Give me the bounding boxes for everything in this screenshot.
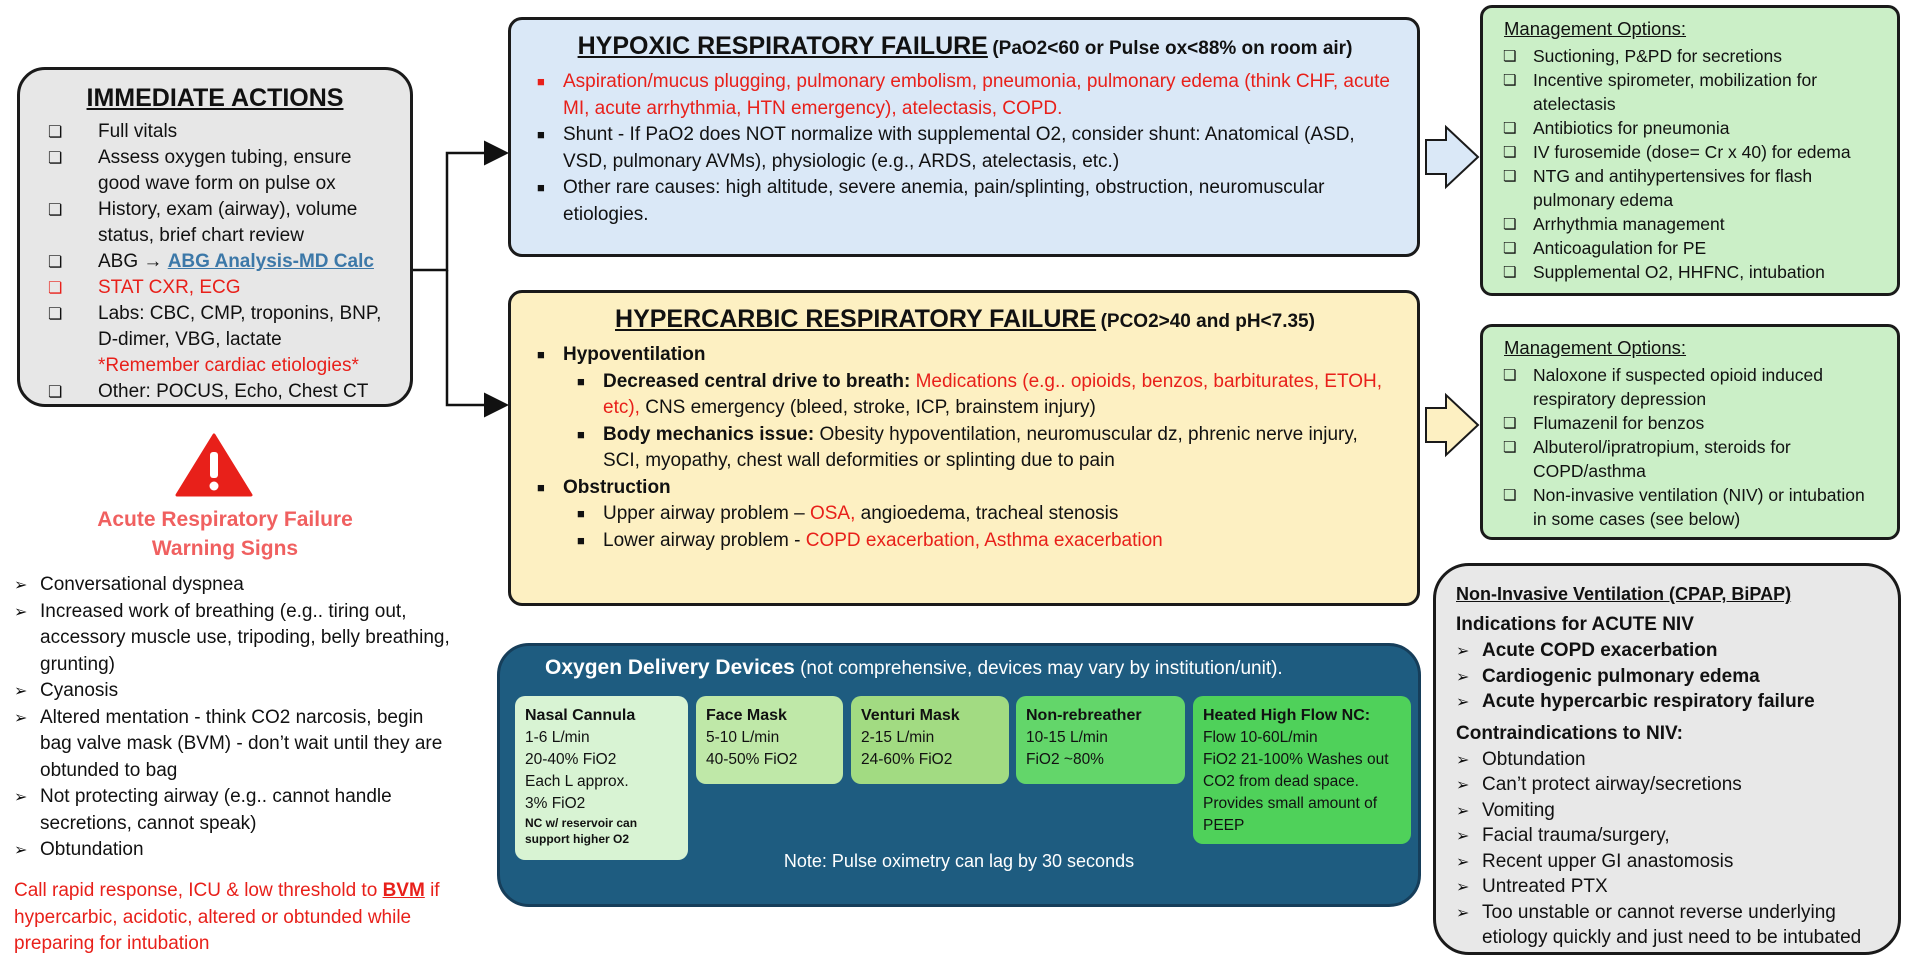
list-item: Conversational dyspnea <box>14 572 454 599</box>
oxygen-devices-title: Oxygen Delivery Devices (not comprehensi… <box>545 656 1283 679</box>
list-item: Obtundation <box>14 837 454 864</box>
management-hypoxic-panel: Management Options: Suctioning, P&PD for… <box>1480 5 1900 296</box>
list-item: Incentive spirometer, mobilization for a… <box>1501 68 1883 116</box>
list-item: Labs: CBC, CMP, troponins, BNP, D-dimer,… <box>38 301 392 379</box>
list-item: ABG → ABG Analysis-MD Calc <box>38 249 392 275</box>
hypercarbic-causes-list: Hypoventilation Decreased central drive … <box>533 342 1397 554</box>
list-item: Cyanosis <box>14 678 454 705</box>
list-item: Decreased central drive to breath: Medic… <box>533 369 1397 475</box>
list-item: Not protecting airway (e.g.. cannot hand… <box>14 784 454 837</box>
list-item: Facial trauma/surgery, <box>1456 823 1880 849</box>
list-item: NTG and antihypertensives for flash pulm… <box>1501 164 1883 212</box>
management-hypercarbic-panel: Management Options: Naloxone if suspecte… <box>1480 324 1900 540</box>
niv-contraindications-title: Contraindications to NIV: <box>1456 722 1683 744</box>
abg-calc-link[interactable]: ABG Analysis-MD Calc <box>167 251 374 272</box>
list-item: Too unstable or cannot reverse underlyin… <box>1456 900 1880 951</box>
list-item: Acute hypercarbic respiratory failure <box>1456 689 1880 715</box>
list-item: Upper airway problem – OSA, angioedema, … <box>573 501 1397 528</box>
list-item: Flumazenil for benzos <box>1501 411 1883 435</box>
list-item: Antibiotics for pneumonia <box>1501 116 1883 140</box>
list-item: Arrhythmia management <box>1501 212 1883 236</box>
list-item: Suctioning, P&PD for secretions <box>1501 44 1883 68</box>
niv-contraindications-list: Obtundation Can’t protect airway/secreti… <box>1456 747 1880 951</box>
arrow-to-mgmt-hypoxic-icon <box>1425 124 1480 190</box>
list-item: Supplemental O2, HHFNC, intubation <box>1501 260 1883 284</box>
hypoxic-failure-panel: HYPOXIC RESPIRATORY FAILURE (PaO2<60 or … <box>508 17 1420 257</box>
arrow-to-mgmt-hypercarbic-icon <box>1425 392 1480 458</box>
management-title: Management Options: <box>1504 337 1687 358</box>
list-item: Cardiogenic pulmonary edema <box>1456 664 1880 690</box>
immediate-actions-list: Full vitals Assess oxygen tubing, ensure… <box>38 119 392 405</box>
hypoxic-causes-list: Aspiration/mucus plugging, pulmonary emb… <box>533 69 1397 228</box>
list-item: Vomiting <box>1456 798 1880 824</box>
immediate-actions-title: IMMEDIATE ACTIONS <box>86 84 344 112</box>
list-item: Can’t protect airway/secretions <box>1456 772 1880 798</box>
management-hypercarbic-list: Naloxone if suspected opioid induced res… <box>1501 363 1883 531</box>
list-item: Lower airway problem - COPD exacerbation… <box>573 528 1397 555</box>
list-item: Assess oxygen tubing, ensure good wave f… <box>38 145 392 197</box>
warning-icon <box>175 433 253 497</box>
list-item: Obstruction <box>533 475 1397 502</box>
warning-signs-title: Acute Respiratory Failure Warning Signs <box>97 508 353 560</box>
list-item: Acute COPD exacerbation <box>1456 638 1880 664</box>
connector-to-hypercarbic <box>445 270 509 418</box>
connector-to-hypoxic <box>413 140 509 272</box>
device-card-non-rebreather: Non-rebreather 10-15 L/min FiO2 ~80% <box>1016 696 1185 784</box>
list-item: Upper airway problem – OSA, angioedema, … <box>533 501 1397 554</box>
immediate-actions-panel: IMMEDIATE ACTIONS Full vitals Assess oxy… <box>17 67 413 407</box>
hypoxic-title: HYPOXIC RESPIRATORY FAILURE (PaO2<60 or … <box>577 32 1353 60</box>
warning-signs-list: Conversational dyspnea Increased work of… <box>14 572 454 864</box>
list-item: Body mechanics issue: Obesity hypoventil… <box>573 422 1397 475</box>
list-item: Other: POCUS, Echo, Chest CT <box>38 379 392 405</box>
list-item: IV furosemide (dose= Cr x 40) for edema <box>1501 140 1883 164</box>
list-item: STAT CXR, ECG <box>38 275 392 301</box>
list-item: Recent upper GI anastomosis <box>1456 849 1880 875</box>
list-item: Increased work of breathing (e.g.. tirin… <box>14 599 454 679</box>
pulse-ox-note: Note: Pulse oximetry can lag by 30 secon… <box>783 851 1135 871</box>
device-card-venturi-mask: Venturi Mask 2-15 L/min 24-60% FiO2 <box>851 696 1009 784</box>
list-item: History, exam (airway), volume status, b… <box>38 197 392 249</box>
device-card-face-mask: Face Mask 5-10 L/min 40-50% FiO2 <box>696 696 843 784</box>
bvm-link: BVM <box>382 880 425 901</box>
device-card-nasal-cannula: Nasal Cannula 1-6 L/min 20-40% FiO2 Each… <box>515 696 688 860</box>
oxygen-devices-panel: Oxygen Delivery Devices (not comprehensi… <box>497 643 1421 907</box>
list-item: Altered mentation - think CO2 narcosis, … <box>14 705 454 785</box>
list-item: Full vitals <box>38 119 392 145</box>
list-item: Other rare causes: high altitude, severe… <box>533 175 1397 228</box>
rapid-response-callout: Call rapid response, ICU & low threshold… <box>14 880 440 954</box>
device-card-heated-high-flow: Heated High Flow NC: Flow 10-60L/min FiO… <box>1193 696 1411 844</box>
list-item: Obtundation <box>1456 747 1880 773</box>
list-item: Naloxone if suspected opioid induced res… <box>1501 363 1883 411</box>
niv-indications-list: Acute COPD exacerbation Cardiogenic pulm… <box>1456 638 1880 715</box>
niv-indications-title: Indications for ACUTE NIV <box>1456 614 1694 635</box>
list-item: Shunt - If PaO2 does NOT normalize with … <box>533 122 1397 175</box>
management-title: Management Options: <box>1504 18 1687 39</box>
list-item: Anticoagulation for PE <box>1501 236 1883 260</box>
niv-panel: Non-Invasive Ventilation (CPAP, BiPAP) I… <box>1433 563 1901 955</box>
list-item: Non-invasive ventilation (NIV) or intuba… <box>1501 483 1883 531</box>
hypercarbic-failure-panel: HYPERCARBIC RESPIRATORY FAILURE (PCO2>40… <box>508 290 1420 606</box>
list-item: Untreated PTX <box>1456 874 1880 900</box>
hypercarbic-title: HYPERCARBIC RESPIRATORY FAILURE (PCO2>40… <box>615 305 1315 333</box>
list-item: Hypoventilation <box>533 342 1397 369</box>
list-item: Decreased central drive to breath: Medic… <box>573 369 1397 422</box>
list-item: Albuterol/ipratropium, steroids for COPD… <box>1501 435 1883 483</box>
niv-title: Non-Invasive Ventilation (CPAP, BiPAP) <box>1456 584 1792 604</box>
cardiac-reminder: *Remember cardiac etiologies* <box>98 355 359 376</box>
management-hypoxic-list: Suctioning, P&PD for secretions Incentiv… <box>1501 44 1883 284</box>
list-item: Aspiration/mucus plugging, pulmonary emb… <box>533 69 1397 122</box>
